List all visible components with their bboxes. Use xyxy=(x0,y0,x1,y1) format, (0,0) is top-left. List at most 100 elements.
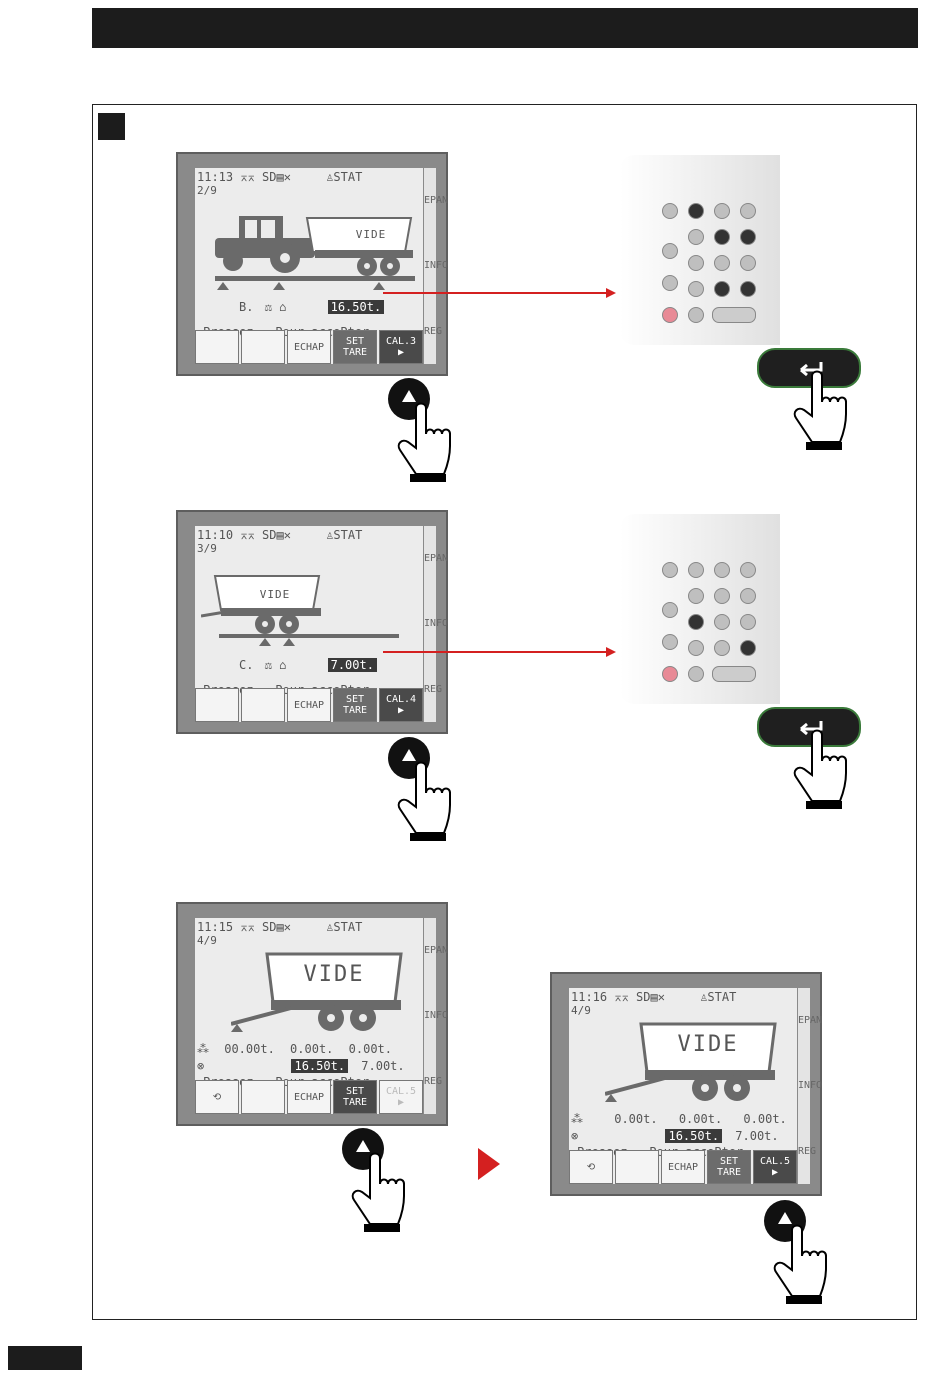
stop-key[interactable] xyxy=(662,307,678,323)
back-key[interactable] xyxy=(688,307,704,323)
side-key[interactable] xyxy=(662,562,678,578)
trailer-icon xyxy=(201,575,399,646)
number-key[interactable] xyxy=(714,562,730,578)
tab-epan[interactable]: EPAN xyxy=(424,553,449,565)
weight-value: 7.00t. xyxy=(327,658,377,672)
tab-info[interactable]: INFO xyxy=(424,1010,449,1022)
echap-button[interactable]: ECHAP xyxy=(287,688,331,722)
echap-button[interactable]: ECHAP xyxy=(661,1150,705,1184)
enter-key[interactable] xyxy=(712,307,756,323)
tab-reg[interactable]: REG xyxy=(798,1145,817,1157)
totals-row: ⁂ 00.00t. 0.00t. 0.00t. xyxy=(197,1042,392,1056)
softkey-2[interactable] xyxy=(241,330,285,364)
side-tabs: EPAN INFO REG xyxy=(798,988,823,1184)
cal-button[interactable]: CAL.5 ▶ xyxy=(753,1150,797,1184)
user-icon: ♙ xyxy=(326,528,334,542)
tab-info[interactable]: INFO xyxy=(424,618,449,630)
section-marker xyxy=(98,113,125,140)
cycle-button[interactable]: ⟲ xyxy=(195,1080,239,1114)
vide-label: VIDE xyxy=(677,1032,739,1057)
card-icon: ▤✕ xyxy=(650,990,665,1004)
number-key[interactable] xyxy=(714,614,730,630)
set-tare-button[interactable]: SET TARE xyxy=(333,688,377,722)
number-key[interactable] xyxy=(688,588,704,604)
weight-value: 00.00t. xyxy=(224,1042,275,1056)
tab-reg[interactable]: REG xyxy=(424,1075,443,1087)
set-tare-button[interactable]: SET TARE xyxy=(333,1080,377,1114)
vide-label: VIDE xyxy=(303,962,365,987)
number-key[interactable] xyxy=(714,203,730,219)
number-key[interactable] xyxy=(740,614,756,630)
number-key[interactable] xyxy=(740,203,756,219)
cal-button[interactable]: CAL.5 ▶ xyxy=(379,1080,423,1114)
number-key[interactable] xyxy=(714,588,730,604)
tab-epan[interactable]: EPAN xyxy=(798,1015,823,1027)
tab-reg[interactable]: REG xyxy=(424,683,443,695)
number-key[interactable] xyxy=(740,281,756,297)
number-key[interactable] xyxy=(688,255,704,271)
sd-label: SD xyxy=(636,990,651,1004)
number-key[interactable] xyxy=(688,229,704,245)
tab-reg[interactable]: REG xyxy=(424,325,443,337)
number-key[interactable] xyxy=(740,588,756,604)
card-icon: ▤✕ xyxy=(276,920,291,934)
softkey-row: ECHAP SET TARE CAL.3 ▶ xyxy=(195,330,423,364)
header-bar xyxy=(92,8,918,48)
number-key[interactable] xyxy=(688,614,704,630)
enter-key[interactable] xyxy=(712,666,756,682)
number-key[interactable] xyxy=(714,640,730,656)
number-key[interactable] xyxy=(714,255,730,271)
tab-epan[interactable]: EPAN xyxy=(424,945,449,957)
enter-key-icon xyxy=(757,707,861,747)
step-counter: 3/9 xyxy=(197,542,217,555)
number-key[interactable] xyxy=(740,255,756,271)
pointer-arrowhead xyxy=(606,288,616,298)
weight-value: 0.00t. xyxy=(348,1042,392,1056)
clock: 11:13 xyxy=(197,170,234,184)
stop-key[interactable] xyxy=(662,666,678,682)
softkey-2[interactable] xyxy=(615,1150,659,1184)
number-key[interactable] xyxy=(688,203,704,219)
weight-value: 0.00t. xyxy=(290,1042,334,1056)
grains-icon: ⁂ xyxy=(571,1112,583,1126)
weight-value: 0.00t. xyxy=(678,1112,723,1126)
card-icon: ▤✕ xyxy=(276,170,291,184)
number-key[interactable] xyxy=(714,229,730,245)
set-tare-button[interactable]: SET TARE xyxy=(333,330,377,364)
scale-icon: ⚖ ⌂ xyxy=(264,300,287,314)
tab-info[interactable]: INFO xyxy=(424,260,449,272)
side-key[interactable] xyxy=(662,203,678,219)
echap-button[interactable]: ECHAP xyxy=(287,330,331,364)
side-key[interactable] xyxy=(662,602,678,618)
side-key[interactable] xyxy=(662,275,678,291)
number-key[interactable] xyxy=(688,281,704,297)
stat-label: STAT xyxy=(333,170,363,184)
number-key[interactable] xyxy=(688,562,704,578)
number-key[interactable] xyxy=(688,640,704,656)
cal-button[interactable]: CAL.3 ▶ xyxy=(379,330,423,364)
cycle-button[interactable]: ⟲ xyxy=(569,1150,613,1184)
calibration-row: ⊗ 16.50t. 7.00t. xyxy=(571,1129,779,1143)
number-key[interactable] xyxy=(740,562,756,578)
side-key[interactable] xyxy=(662,634,678,650)
echap-button[interactable]: ECHAP xyxy=(287,1080,331,1114)
softkey-1[interactable] xyxy=(195,330,239,364)
back-key[interactable] xyxy=(688,666,704,682)
tab-epan[interactable]: EPAN xyxy=(424,195,449,207)
tab-info[interactable]: INFO xyxy=(798,1080,823,1092)
enter-key-icon xyxy=(757,348,861,388)
sensor-icon: ⌅⌅ xyxy=(240,170,255,184)
weight-value: 0.00t. xyxy=(743,1112,787,1126)
number-key[interactable] xyxy=(714,281,730,297)
number-key[interactable] xyxy=(740,640,756,656)
number-key[interactable] xyxy=(740,229,756,245)
softkey-1[interactable] xyxy=(195,688,239,722)
cal-button[interactable]: CAL.4 ▶ xyxy=(379,688,423,722)
user-icon: ♙ xyxy=(326,170,334,184)
set-tare-button[interactable]: SET TARE xyxy=(707,1150,751,1184)
softkey-row: ECHAP SET TARE CAL.4 ▶ xyxy=(195,688,423,722)
side-key[interactable] xyxy=(662,243,678,259)
softkey-2[interactable] xyxy=(241,688,285,722)
softkey-2[interactable] xyxy=(241,1080,285,1114)
step-counter: 2/9 xyxy=(197,184,217,197)
